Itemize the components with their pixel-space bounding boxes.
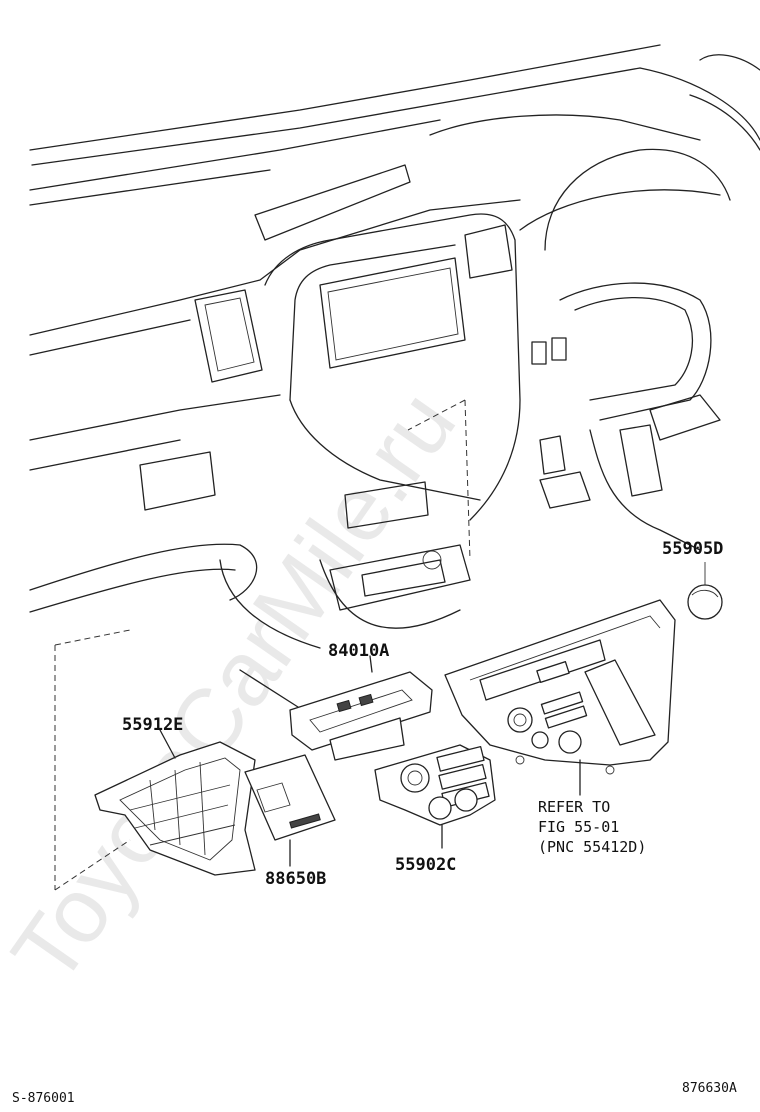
refer-line-2: FIG 55-01: [538, 818, 619, 836]
part-84010a-control-unit: [239, 655, 433, 761]
refer-line-1: REFER TO: [538, 798, 610, 816]
part-88650b-ecu: [244, 754, 336, 867]
dashboard-drawing: [29, 44, 760, 891]
part-center-panel: [444, 599, 676, 796]
label-55905d: 55905D: [662, 539, 723, 559]
label-84010a: 84010A: [328, 641, 389, 661]
label-55902c: 55902C: [395, 855, 456, 875]
part-55902c-switch-assembly: [374, 744, 496, 849]
footer-right-code: 876630A: [682, 1081, 737, 1096]
part-55905d-knob: [687, 562, 723, 620]
label-55912e: 55912E: [122, 715, 183, 735]
refer-line-3: (PNC 55412D): [538, 838, 646, 856]
label-88650b: 88650B: [265, 869, 326, 889]
footer-left-code: S-876001: [12, 1091, 75, 1106]
part-55912e-bracket: [94, 729, 256, 876]
